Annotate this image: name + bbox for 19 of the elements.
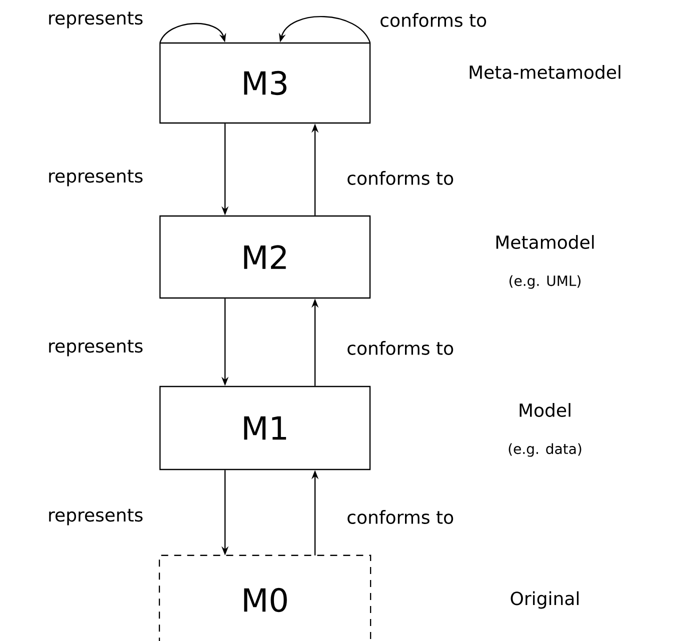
example-note: (e.g. data): [508, 443, 582, 457]
level-box: M2: [159, 215, 371, 299]
level-label: Metamodel: [496, 235, 594, 249]
arrow: [159, 23, 226, 43]
level-label: Meta-metamodel: [470, 65, 620, 79]
edge-label: conforms to: [346, 170, 456, 186]
edge-label: conforms to: [378, 12, 488, 28]
edge-label: represents: [46, 10, 144, 30]
example-note: (e.g. UML): [510, 275, 580, 289]
dashed-box: M0: [158, 554, 372, 641]
level-box: M1: [159, 386, 371, 470]
edge-label: represents: [46, 508, 144, 526]
edge-label: represents: [46, 168, 144, 188]
level-box: M3: [159, 42, 371, 124]
edge-label: conforms to: [346, 340, 456, 356]
edge-label: conforms to: [346, 509, 456, 525]
edge-label: represents: [46, 338, 144, 358]
level-label: Original: [510, 591, 579, 609]
level-label: Model: [520, 403, 570, 417]
